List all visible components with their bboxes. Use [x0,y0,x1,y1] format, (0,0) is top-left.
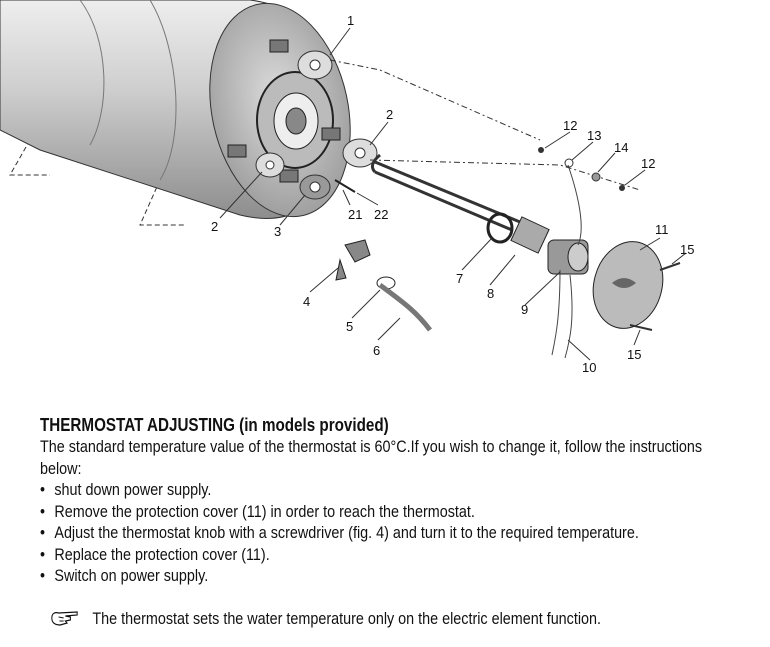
callout-22: 22 [374,207,388,222]
callout-2: 2 [211,219,218,234]
exploded-view-diagram: 1 2 2 3 4 5 6 7 8 9 10 11 12 12 13 14 15… [0,0,694,375]
step-item: Switch on power supply. [40,565,746,587]
heating-element [370,153,521,232]
callout-13: 13 [587,128,601,143]
drain-valve [334,179,432,332]
callout-12: 12 [641,156,655,171]
step-item: shut down power supply. [40,479,746,501]
thermostat [547,239,589,275]
callout-10: 10 [582,360,596,375]
callout-12: 12 [563,118,577,133]
callout-numbers: 1 2 2 3 4 5 6 7 8 9 10 11 12 12 13 14 15… [211,13,694,375]
callout-21: 21 [348,207,362,222]
intro-paragraph: The standard temperature value of the th… [40,437,703,478]
tank-legs [9,139,185,226]
leader-lines [219,27,687,361]
instructions-section: THERMOSTAT ADJUSTING (in models provided… [40,414,746,629]
callout-1: 1 [347,13,354,28]
washers [255,50,378,200]
step-item: Remove the protection cover (11) in orde… [40,501,746,523]
callout-15: 15 [627,347,641,362]
protection-cover [592,241,664,329]
callout-6: 6 [373,343,380,358]
flange [510,216,550,254]
callout-15: 15 [680,242,694,257]
note-text: The thermostat sets the water temperatur… [92,608,602,628]
callout-8: 8 [487,286,494,301]
callout-2: 2 [386,107,393,122]
callout-9: 9 [521,302,528,317]
gasket [486,212,514,244]
water-heater-tank [0,0,351,219]
step-item: Adjust the thermostat knob with a screwd… [40,522,746,544]
section-title: THERMOSTAT ADJUSTING (in models provided… [40,415,389,435]
callout-4: 4 [303,294,310,309]
steps-list: shut down power supply. Remove the prote… [40,479,746,587]
callout-3: 3 [274,224,281,239]
note: The thermostat sets the water temperatur… [40,608,746,630]
callout-14: 14 [614,140,628,155]
step-item: Replace the protection cover (11). [40,544,746,566]
pointing-hand-icon [51,611,78,626]
callout-7: 7 [456,271,463,286]
assembly-lines [329,59,641,191]
callout-11: 11 [655,222,669,237]
wires [551,164,582,359]
callout-5: 5 [346,319,353,334]
small-parts [538,147,681,331]
